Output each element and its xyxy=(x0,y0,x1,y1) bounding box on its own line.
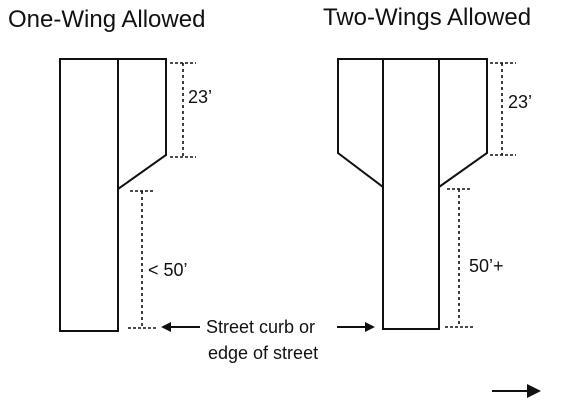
driveway-strip-right xyxy=(382,58,440,330)
street-label-line2: edge of street xyxy=(208,343,318,363)
arrow-left-icon xyxy=(161,322,200,332)
wing-length-label-right: 23’ xyxy=(508,92,532,112)
corner-arrow-right-icon xyxy=(492,384,541,398)
one-wing-title: One-Wing Allowed xyxy=(8,6,205,33)
street-label-line1: Street curb or xyxy=(206,317,315,337)
wing-length-dimension-right xyxy=(490,62,516,156)
wing-length-label-left: 23’ xyxy=(188,87,212,107)
one-wing-panel: 23’ < 50’ xyxy=(59,58,212,332)
two-wings-panel: 23’ 50’+ xyxy=(337,58,532,330)
arrow-right-icon xyxy=(337,322,375,332)
right-wing-shape xyxy=(438,58,488,188)
frontage-label-left: < 50’ xyxy=(148,260,188,280)
frontage-dimension-left xyxy=(128,190,156,329)
driveway-strip-left xyxy=(59,58,119,332)
two-wings-title: Two-Wings Allowed xyxy=(323,4,531,31)
single-wing-shape xyxy=(117,58,167,190)
frontage-label-right: 50’+ xyxy=(469,256,504,276)
wing-length-dimension-left xyxy=(170,62,196,158)
frontage-dimension-right xyxy=(445,188,473,328)
left-wing-shape xyxy=(337,58,384,188)
